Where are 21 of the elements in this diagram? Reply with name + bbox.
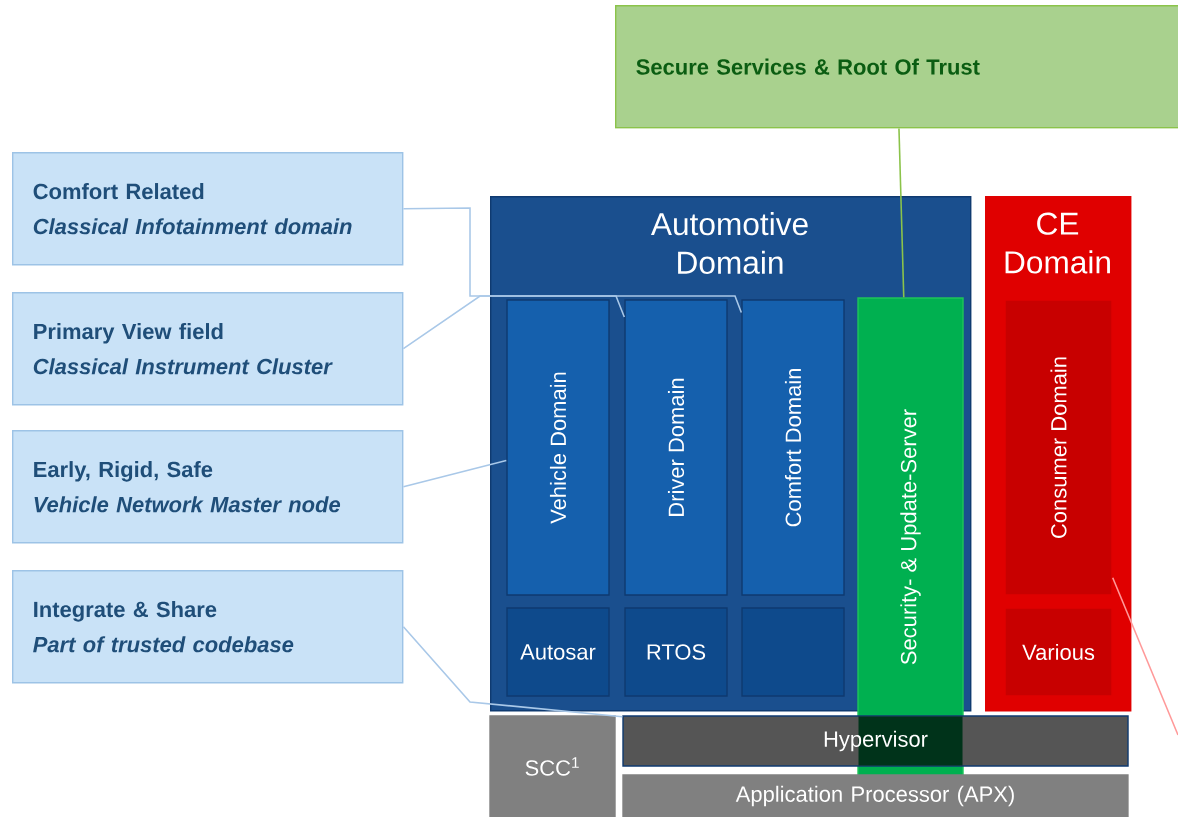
os-box bbox=[741, 607, 845, 697]
os-box: RTOS bbox=[624, 607, 728, 697]
leader-line bbox=[402, 625, 624, 718]
callout-box: Primary View field Classical Instrument Cluster bbox=[12, 292, 404, 406]
os-box: Autosar bbox=[506, 607, 610, 697]
domain-column: Vehicle Domain bbox=[506, 299, 610, 596]
leader-line bbox=[402, 295, 626, 350]
os-box: Various bbox=[1004, 607, 1113, 697]
leader-line bbox=[402, 207, 743, 314]
processor-bar: Application Processor (APX) bbox=[622, 774, 1129, 817]
callout-box: Comfort Related Classical Infotainment domain bbox=[12, 152, 404, 266]
domain-column: Driver Domain bbox=[624, 299, 728, 596]
domain-column: Consumer Domain bbox=[1004, 299, 1113, 596]
domain-column: Comfort Domain bbox=[741, 299, 845, 596]
leader-line bbox=[1111, 577, 1178, 736]
callout-box: Secure Services & Root Of Trust bbox=[615, 5, 1178, 129]
hypervisor-bar: Hypervisor bbox=[622, 715, 1129, 767]
processor-box: SCC$^{1}$ bbox=[489, 715, 616, 817]
callout-box: Integrate & Share Part of trusted codebase bbox=[12, 570, 404, 684]
leader-line bbox=[898, 127, 905, 299]
callout-box: Early, Rigid, Safe Vehicle Network Master node bbox=[12, 430, 404, 544]
